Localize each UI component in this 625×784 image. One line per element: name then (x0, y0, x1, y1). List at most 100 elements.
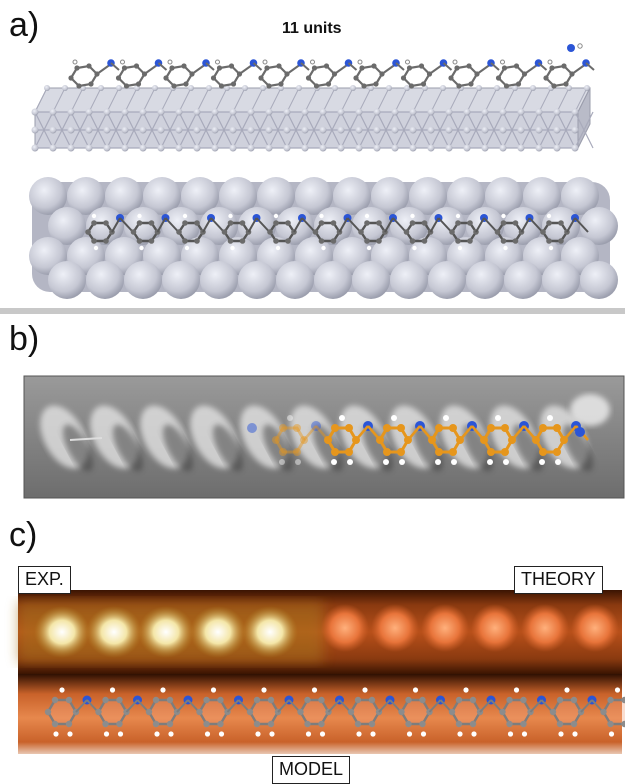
tag-theory: THEORY (514, 566, 603, 594)
carbon-atom (383, 424, 391, 432)
hydrogen-atom (339, 415, 345, 421)
metal-atom-sphere (466, 261, 504, 299)
carbon-atom (304, 721, 310, 727)
carbon-atom (176, 229, 182, 235)
carbon-atom (496, 75, 501, 80)
carbon-atom (45, 709, 51, 715)
carbon-atom (506, 721, 512, 727)
hydrogen-atom (522, 731, 527, 736)
metal-atom (476, 85, 482, 91)
hydrogen-atom (572, 731, 577, 736)
metal-atom (122, 109, 129, 116)
metal-atom (86, 127, 93, 134)
hydrogen-atom (185, 246, 189, 250)
carbon-atom (422, 220, 428, 226)
benzene-ring (553, 700, 581, 724)
carbon-atom (376, 238, 382, 244)
carbon-atom (102, 721, 108, 727)
hydrogen-atom (139, 246, 143, 250)
hydrogen-atom (228, 214, 232, 218)
carbon-atom (435, 424, 443, 432)
metal-atom-sphere (580, 261, 618, 299)
metal-atom (494, 85, 500, 91)
hydrogen-atom (110, 687, 115, 692)
carbon-atom (66, 697, 72, 703)
metal-atom (266, 127, 273, 134)
carbon-atom (231, 81, 236, 86)
carbon-atom (326, 81, 331, 86)
metal-atom (338, 109, 345, 116)
carbon-atom (449, 448, 457, 456)
metal-atom (536, 109, 543, 116)
carbon-atom (532, 436, 540, 444)
hydrogen-atom (399, 459, 405, 465)
metal-atom (332, 85, 338, 91)
carbon-atom (293, 448, 301, 456)
carbon-atom (228, 220, 234, 226)
carbon-atom (376, 220, 382, 226)
hydrogen-atom (539, 459, 545, 465)
hydrogen-atom (564, 687, 569, 692)
metal-atom (464, 145, 471, 152)
benzene-ring (301, 700, 329, 724)
molecular-chain-side-view (68, 44, 594, 89)
hydrogen-atom (216, 60, 220, 64)
carbon-atom (217, 697, 223, 703)
benzene-ring (452, 700, 480, 724)
carbon-atom (553, 424, 561, 432)
carbon-atom (183, 81, 188, 86)
carbon-atom (487, 424, 495, 432)
hydrogen-atom (347, 459, 353, 465)
theory-spot (571, 604, 619, 652)
carbon-atom (86, 63, 91, 68)
carbon-atom (137, 238, 143, 244)
carbon-atom (258, 75, 263, 80)
metal-atom (86, 145, 93, 152)
metal-atom (572, 109, 579, 116)
metal-atom (104, 109, 111, 116)
exp-bright-spot (190, 606, 246, 658)
carbon-atom (513, 220, 519, 226)
carbon-atom (435, 448, 443, 456)
metal-atom (194, 127, 201, 134)
hydrogen-atom (547, 415, 553, 421)
metal-atom (32, 145, 39, 152)
hydrogen-atom (261, 687, 266, 692)
hydrogen-atom (276, 246, 280, 250)
metal-atom (104, 145, 111, 152)
carbon-atom (504, 83, 509, 88)
hydrogen-atom (118, 731, 123, 736)
theory-spot (321, 604, 369, 652)
carbon-atom (74, 65, 79, 70)
metal-atom (284, 127, 291, 134)
metal-atom (140, 109, 147, 116)
carbon-atom (397, 424, 405, 432)
metal-atom (176, 145, 183, 152)
carbon-atom (313, 229, 319, 235)
metal-atom (356, 145, 363, 152)
benzene-ring (250, 700, 278, 724)
carbon-atom (516, 81, 521, 86)
carbon-atom (361, 83, 366, 88)
carbon-atom (456, 721, 462, 727)
metal-atom (374, 145, 381, 152)
carbon-atom (194, 238, 200, 244)
hydrogen-atom (168, 731, 173, 736)
carbon-atom (76, 83, 81, 88)
carbon-atom (359, 65, 364, 70)
carbon-atom (312, 65, 317, 70)
hydrogen-atom (312, 687, 317, 692)
carbon-atom (52, 721, 58, 727)
theory-spot (521, 604, 569, 652)
metal-atom-sphere (124, 261, 162, 299)
metal-atom (104, 127, 111, 134)
metal-atom (188, 85, 194, 91)
hydrogen-atom (406, 60, 410, 64)
carbon-atom (91, 238, 97, 244)
carbon-atom (561, 63, 566, 68)
hydrogen-atom (311, 60, 315, 64)
hydrogen-atom (615, 687, 620, 692)
hydrogen-atom (367, 246, 371, 250)
carbon-atom (134, 63, 139, 68)
metal-atom (518, 145, 525, 152)
